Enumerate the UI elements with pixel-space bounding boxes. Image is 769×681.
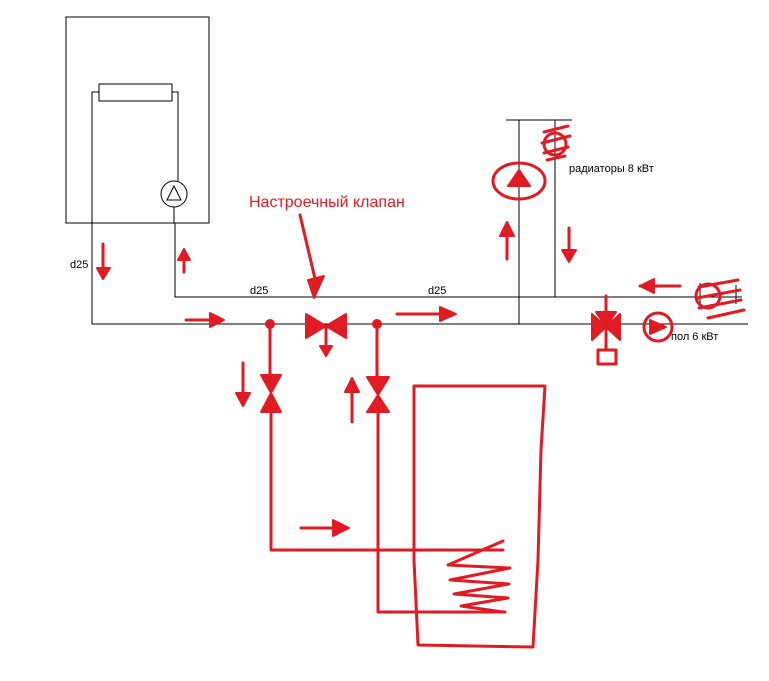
boiler-inner-loop bbox=[91, 91, 179, 223]
tank-return-pipe bbox=[376, 411, 507, 614]
boiler-pump-arrow bbox=[166, 184, 182, 201]
tank-valve-right bbox=[366, 319, 390, 413]
boiler-casing bbox=[65, 16, 210, 224]
mixing-valve bbox=[591, 294, 621, 366]
flow-arrows bbox=[96, 221, 682, 537]
supply-line bbox=[91, 223, 748, 325]
floor-label: пол 6 кВт bbox=[671, 331, 718, 343]
radiator-pump-icon bbox=[491, 161, 547, 201]
radiators-label: радиаторы 8 кВт bbox=[569, 163, 654, 175]
valve-pointer-line bbox=[298, 213, 318, 285]
balancing-valve-label: Настроечный клапан bbox=[249, 194, 405, 211]
return-line bbox=[174, 223, 742, 298]
boiler bbox=[65, 16, 210, 224]
tank-coil bbox=[446, 539, 512, 614]
floor-pump-icon bbox=[642, 311, 674, 343]
d25-mid-label: d25 bbox=[428, 285, 446, 297]
d25-left-label: d25 bbox=[70, 259, 88, 271]
floor-heating-icon bbox=[694, 278, 746, 320]
radiator-icon bbox=[540, 124, 572, 162]
water-heater-tank bbox=[412, 384, 547, 649]
balancing-valve bbox=[305, 313, 347, 357]
d25-top-label: d25 bbox=[250, 285, 268, 297]
pipework bbox=[91, 119, 748, 325]
tank-valve-left bbox=[260, 319, 282, 413]
tank-supply-pipe bbox=[269, 411, 505, 552]
valve-pointer-head bbox=[307, 275, 325, 299]
heat-exchanger bbox=[98, 83, 173, 102]
